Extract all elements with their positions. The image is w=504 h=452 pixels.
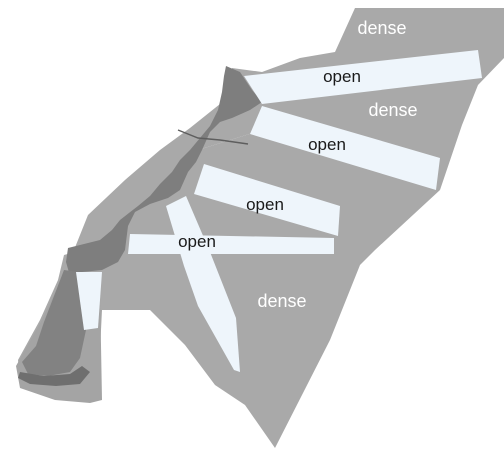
label-open-2: open [308,135,346,154]
label-open-1: open [323,67,361,86]
label-open-3: open [246,195,284,214]
label-dense-top: dense [357,18,406,38]
label-open-4: open [178,232,216,251]
rock-lower-chunk [22,270,86,376]
label-dense-lower: dense [257,291,306,311]
label-dense-right: dense [368,100,417,120]
